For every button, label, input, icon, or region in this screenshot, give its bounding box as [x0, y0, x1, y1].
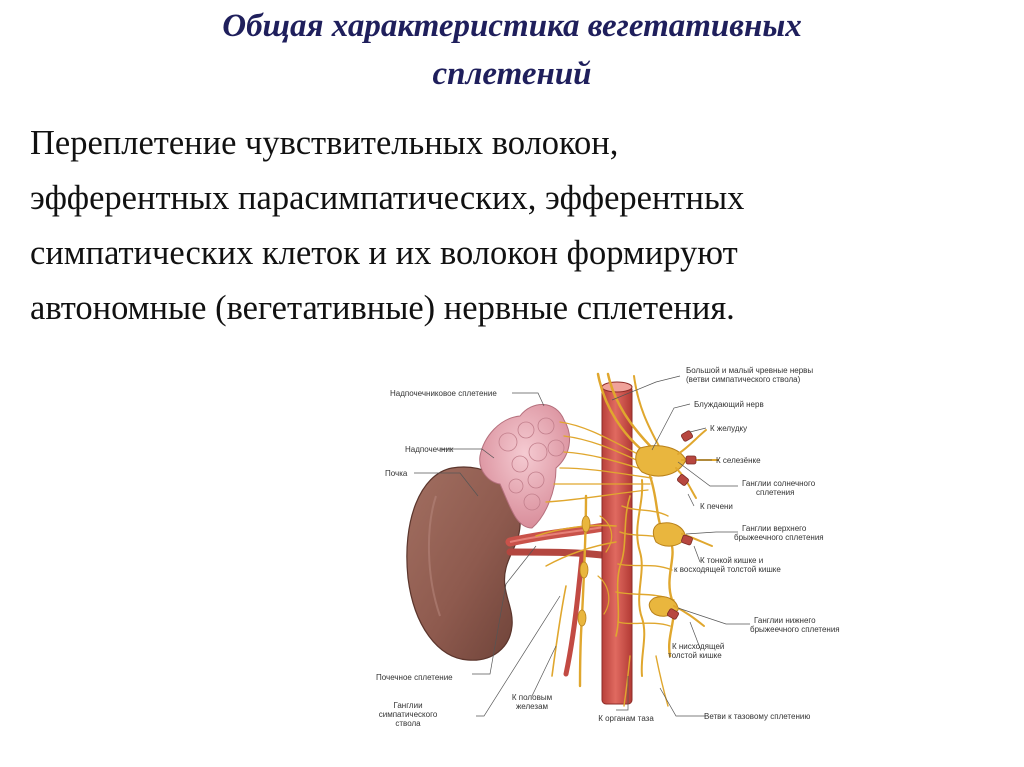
label-sympathetic-trunk-ganglia-3: ствола [395, 719, 421, 728]
slide-title: Общая характеристика вегетативных сплете… [0, 2, 1024, 98]
label-superior-mesenteric-2: брыжеечного сплетения [734, 533, 824, 542]
label-to-spleen: К селезёнке [716, 456, 761, 465]
label-vagus-nerve: Блуждающий нерв [694, 400, 764, 409]
label-splanchnic-nerves-2: (ветви симпатического ствола) [686, 375, 801, 384]
label-kidney: Почка [385, 469, 408, 478]
label-celiac-ganglia-1: Ганглии солнечного [742, 479, 816, 488]
kidney-shape [406, 466, 521, 661]
label-to-pelvic-plexus: Ветви к тазовому сплетению [704, 712, 810, 721]
renal-vessels [505, 521, 615, 560]
nerve-plexus [535, 372, 719, 707]
body-line-1: Переплетение чувствительных волокон, [30, 124, 619, 162]
aorta-shape [601, 381, 633, 705]
label-superior-mesenteric-1: Ганглии верхнего [742, 524, 807, 533]
label-adrenal-gland: Надпочечник [405, 445, 454, 454]
body-line-2: эфферентных парасимпатических, эфферентн… [30, 179, 745, 217]
autonomic-plexus-illustration: Надпочечниковое сплетение Надпочечник По… [360, 356, 880, 736]
label-to-stomach: К желудку [710, 424, 747, 433]
branch-stubs [667, 430, 697, 620]
label-to-pelvic-organs: К органам таза [598, 714, 654, 723]
label-to-descending-colon-2: толстой кишке [668, 651, 722, 660]
label-suprarenal-plexus: Надпочечниковое сплетение [390, 389, 497, 398]
label-to-liver: К печени [700, 502, 733, 511]
label-to-descending-colon-1: К нисходящей [672, 642, 724, 651]
leader-lines [414, 375, 750, 717]
label-sympathetic-trunk-ganglia-2: симпатического [379, 710, 438, 719]
body-line-4: автономные (вегетативные) нервные сплете… [30, 289, 735, 327]
label-to-sex-glands-1: К половым [512, 693, 552, 702]
label-to-small-intestine-1: К тонкой кишке и [700, 556, 763, 565]
label-renal-plexus: Почечное сплетение [376, 673, 453, 682]
adrenal-gland-shape [479, 404, 571, 529]
slide-title-line-2: сплетений [432, 56, 592, 92]
label-splanchnic-nerves-1: Большой и малый чревные нервы [686, 366, 813, 375]
label-to-small-intestine-2: к восходящей толстой кишке [674, 565, 781, 574]
body-line-3: симпатических клеток и их волокон формир… [30, 234, 738, 272]
slide-title-line-1: Общая характеристика вегетативных [222, 8, 802, 44]
label-celiac-ganglia-2: сплетения [756, 488, 794, 497]
label-sympathetic-trunk-ganglia-1: Ганглии [393, 701, 422, 710]
label-inferior-mesenteric-1: Ганглии нижнего [754, 616, 816, 625]
label-to-sex-glands-2: железам [516, 702, 548, 711]
slide-body-text: Переплетение чувствительных волокон, эфф… [30, 116, 1005, 336]
label-inferior-mesenteric-2: брыжеечного сплетения [750, 625, 840, 634]
